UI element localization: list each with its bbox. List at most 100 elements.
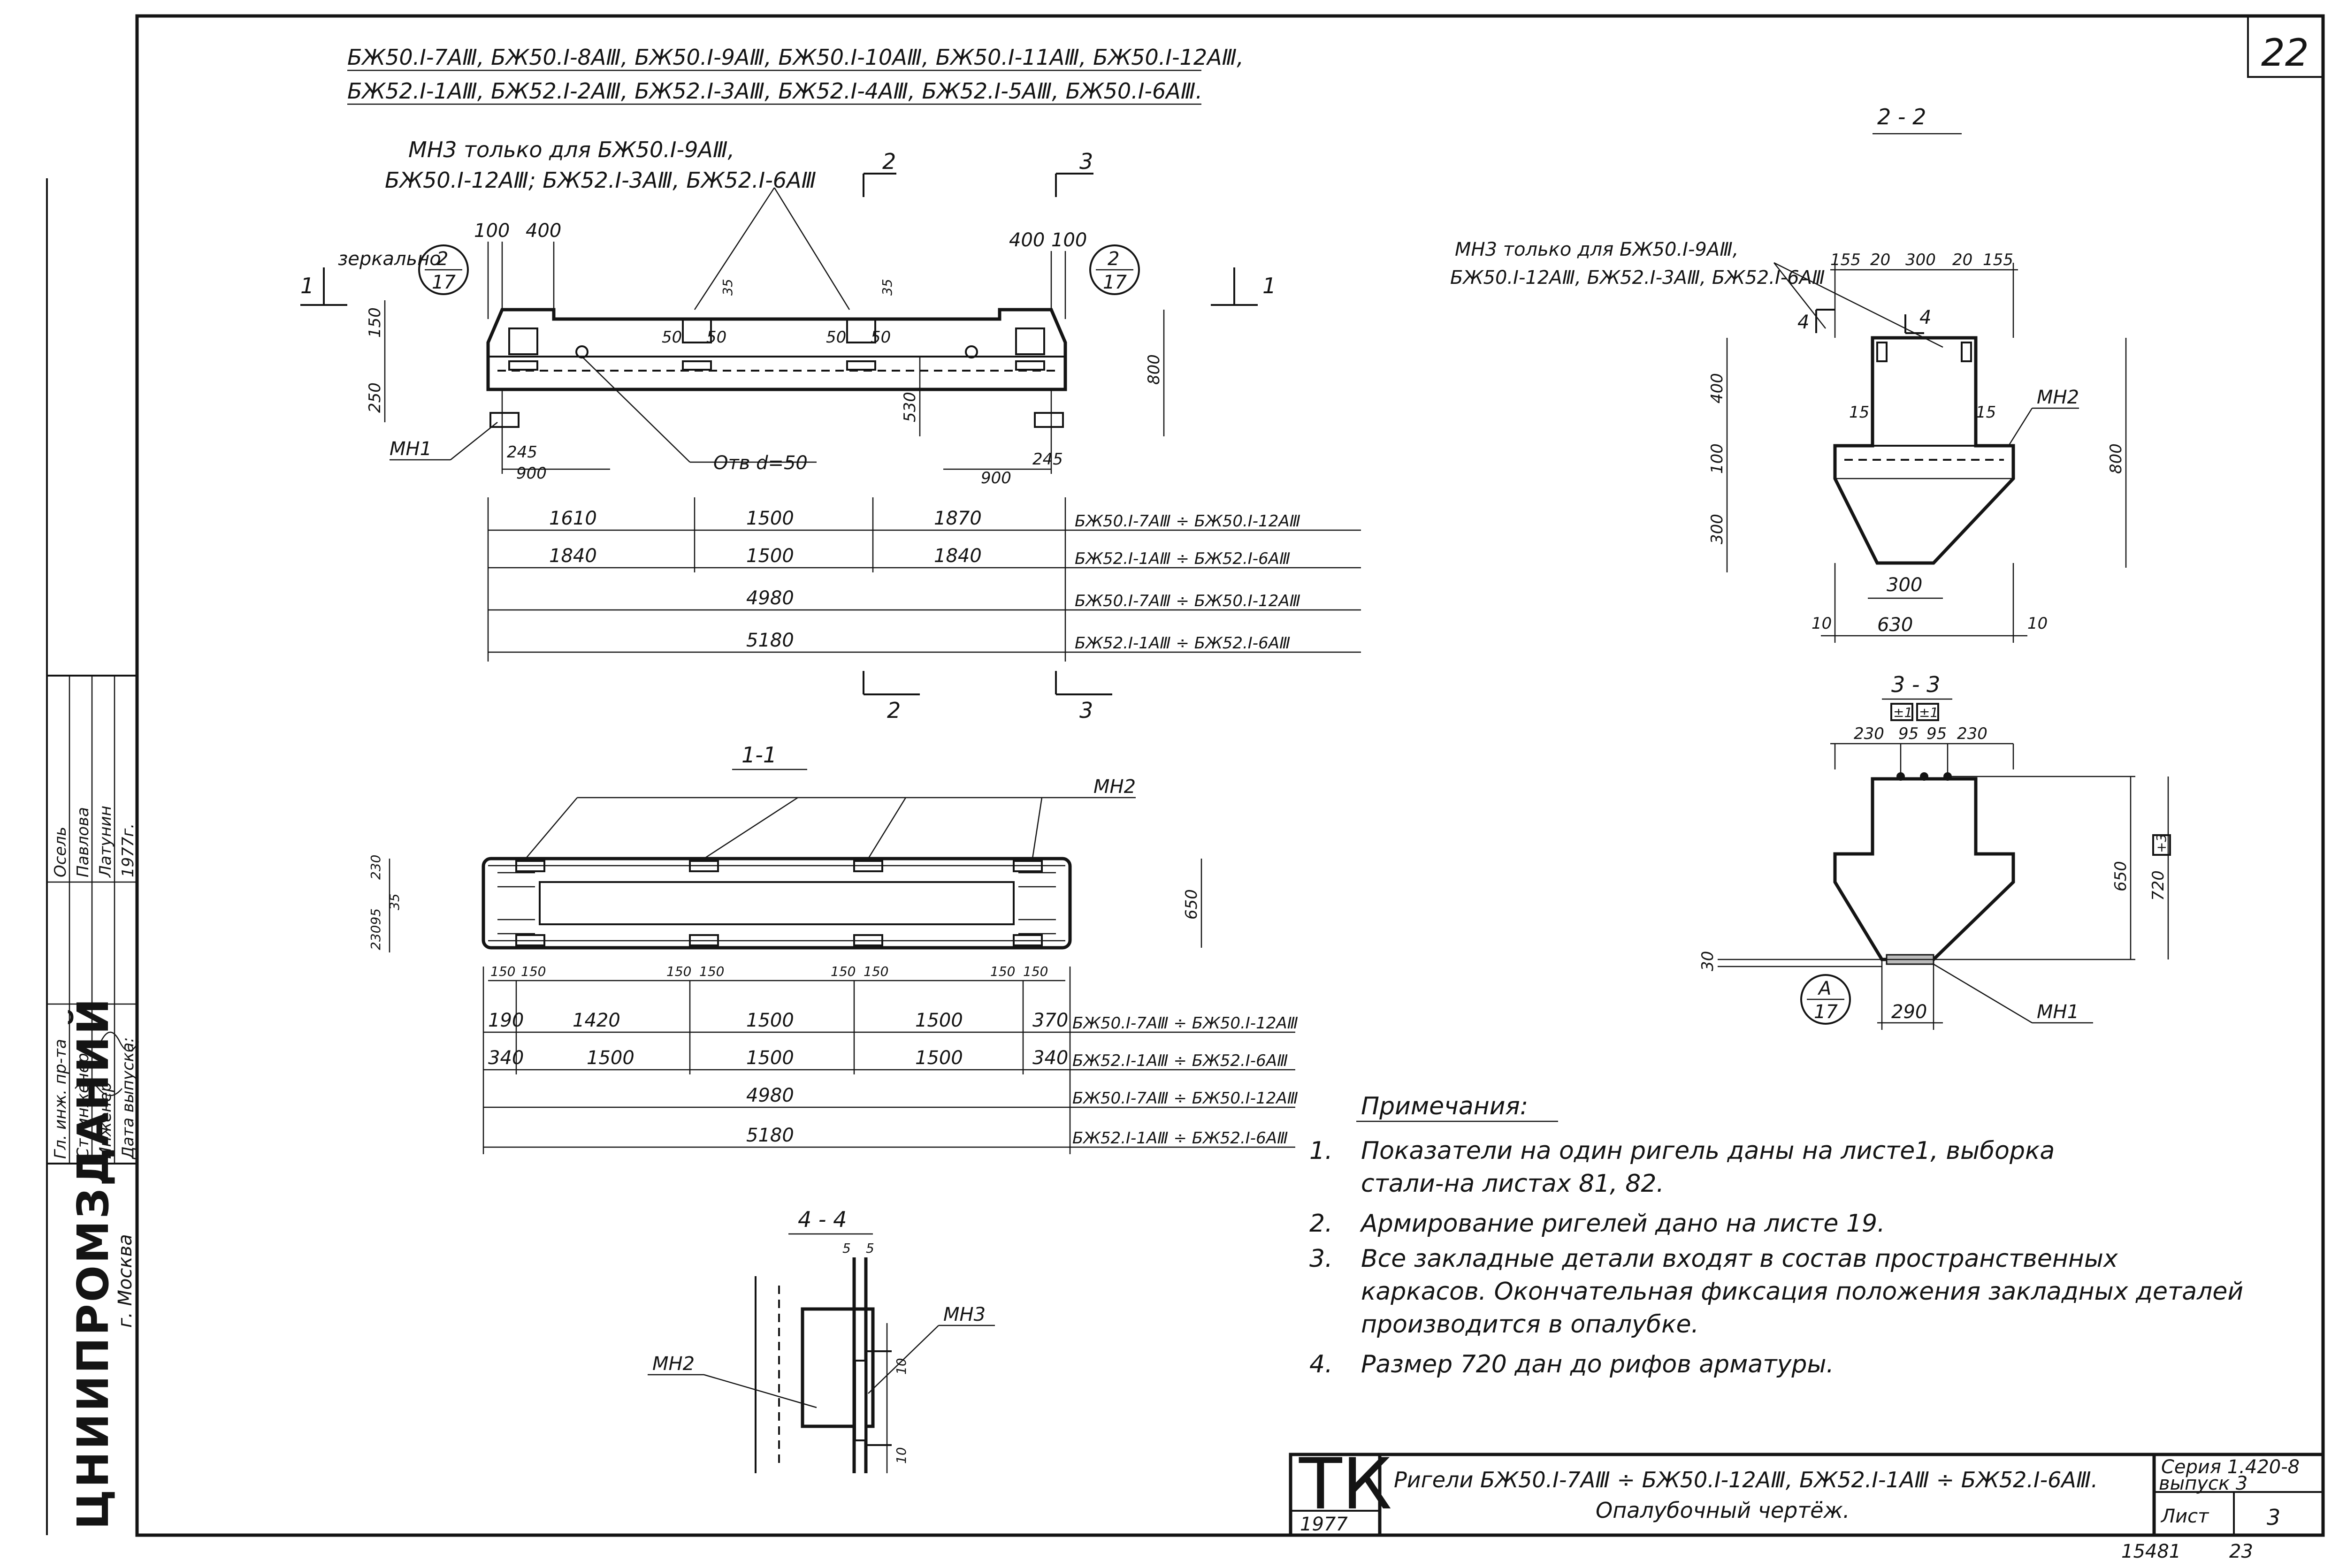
dim-50-3: 50 xyxy=(826,328,846,347)
plan-row3-v1: 4980 xyxy=(746,1085,794,1106)
sec22-mn3-note-1: МН3 только для БЖ50.I-9AⅢ, xyxy=(1455,239,1739,260)
plan-dim-230: 230 xyxy=(368,855,383,880)
tb-series-1: Серия 1.420-8 xyxy=(2161,1456,2300,1478)
tb-series-2: выпуск 3 xyxy=(2159,1473,2247,1494)
sec33-dim-720: 720 xyxy=(2149,870,2168,901)
plan-view: 1-1 МН2 230 35 23095 650 xyxy=(368,742,1298,1154)
plan-row1-v3: 1500 xyxy=(746,1010,794,1031)
elev-callout-left-bottom: 17 xyxy=(432,272,456,293)
sec22-top-300: 300 xyxy=(1905,251,1936,269)
plan-row1-mark: БЖ50.I-7AⅢ ÷ БЖ50.I-12AⅢ xyxy=(1072,1014,1298,1033)
sec33-callout xyxy=(1800,974,1851,1025)
elev-row2-v2: 1500 xyxy=(746,545,794,567)
sec33-dim-30: 30 xyxy=(1698,951,1717,971)
dim-50-4: 50 xyxy=(871,328,891,347)
sec44-5a: 5 xyxy=(842,1241,851,1256)
plan-150-1: 150 xyxy=(490,964,515,979)
notes: Примечания: 1. Показатели на один ригель… xyxy=(1309,1092,2243,1378)
role-1: Гл. инж. пр-та xyxy=(51,1039,70,1159)
elev-row2-v3: 1840 xyxy=(934,545,982,567)
left-strip: Гл. инж. пр-та Ст. инженер Инженер Дата … xyxy=(46,178,139,1535)
dim-50-1: 50 xyxy=(662,328,682,347)
note-1-num: 1. xyxy=(1309,1137,1333,1165)
name-2: Павлова xyxy=(74,807,92,877)
plan-150-2: 150 xyxy=(521,964,546,979)
plan-title: 1-1 xyxy=(741,742,777,768)
elev-hole-label: Отв d=50 xyxy=(713,452,808,474)
notes-title: Примечания: xyxy=(1361,1092,1528,1120)
elev-row4-v1: 5180 xyxy=(746,630,794,651)
sec33-mn1-label: МН1 xyxy=(2037,1001,2079,1023)
dim-245-l: 245 xyxy=(507,443,537,462)
plan-row2-v4: 1500 xyxy=(915,1047,963,1069)
header-line-1: БЖ50.I-7AⅢ, БЖ50.I-8AⅢ, БЖ50.I-9AⅢ, БЖ50… xyxy=(347,45,1244,70)
plan-150-5: 150 xyxy=(831,964,856,979)
sec22-top-20-r: 20 xyxy=(1952,251,1972,269)
sec33-top-230-l: 230 xyxy=(1854,724,1884,743)
elev-callout-left xyxy=(418,244,469,295)
sec33-top-230-r: 230 xyxy=(1957,724,1987,743)
note-1-line-1: Показатели на один ригель даны на листе1… xyxy=(1361,1137,2055,1165)
plan-row4-mark: БЖ52.I-1AⅢ ÷ БЖ52.I-6AⅢ xyxy=(1072,1129,1288,1148)
elev-row1-v1: 1610 xyxy=(549,508,597,529)
plan-150-3: 150 xyxy=(666,964,691,979)
sec33-dim-720-box: +3 xyxy=(2154,834,2169,853)
plan-row1-v2: 1420 xyxy=(573,1010,620,1031)
title-block: ТК 1977 Ригели БЖ50.I-7AⅢ ÷ БЖ50.I-12AⅢ,… xyxy=(1289,1444,2325,1537)
dim-35-b: 35 xyxy=(879,279,895,296)
tb-tk: ТК xyxy=(1299,1444,1392,1525)
sec22-mn2-label: МН2 xyxy=(2037,387,2079,408)
plan-row1-v1: 190 xyxy=(488,1010,524,1031)
dim-100-r: 100 xyxy=(1051,229,1087,251)
sec33-bottom-290: 290 xyxy=(1891,1001,1927,1023)
note-3-num: 3. xyxy=(1309,1245,1333,1273)
note-2-line-1: Армирование ригелей дано на листе 19. xyxy=(1360,1210,1885,1238)
org-name: ЦНИИПРОМЗДАНИЙ xyxy=(68,997,118,1530)
note-3-line-3: производится в опалубке. xyxy=(1361,1310,1699,1339)
section-4-4: 4 - 4 5 5 10 10 МН3 МН2 xyxy=(648,1207,995,1473)
plan-row2-v3: 1500 xyxy=(746,1047,794,1069)
plan-150-7: 150 xyxy=(990,964,1015,979)
sec33-box-2: ±1 xyxy=(1919,705,1938,720)
plan-dim-35: 35 xyxy=(387,893,402,910)
dim-50-2: 50 xyxy=(706,328,726,347)
name-3: Латунин xyxy=(96,806,115,878)
elev-row3-v1: 4980 xyxy=(746,587,794,609)
plan-row2-v1: 340 xyxy=(488,1047,524,1069)
role-4: Дата выпуска: xyxy=(119,1037,138,1160)
elev-callout-right-top: 2 xyxy=(1108,248,1119,270)
note-3-line-2: каркасов. Окончательная фиксация положен… xyxy=(1361,1278,2243,1306)
sec22-top-155-r: 155 xyxy=(1983,251,2013,269)
elev-mn1-label: МН1 xyxy=(390,438,432,460)
tb-sheet-value: 3 xyxy=(2267,1505,2280,1530)
sec22-mn3-note-2: БЖ50.I-12AⅢ, БЖ52.I-3AⅢ, БЖ52.I-6AⅢ xyxy=(1450,267,1825,289)
tb-sheet-label: Лист xyxy=(2160,1506,2209,1527)
elev-callout-right-bottom: 17 xyxy=(1103,272,1127,293)
sheet-frame xyxy=(135,14,2325,1537)
sec22-dim-800: 800 xyxy=(2107,443,2125,474)
dim-800: 800 xyxy=(1145,354,1163,385)
sec33-box-1: ±1 xyxy=(1893,705,1912,720)
note-2-num: 2. xyxy=(1309,1210,1333,1238)
elev-sec1-right: 1 xyxy=(1262,273,1276,298)
plan-150-6: 150 xyxy=(864,964,888,979)
section-3-3: 3 - 3 ±1 ±1 230 95 95 230 30 650 720 +3 … xyxy=(1698,672,2171,1030)
sheet-number: 22 xyxy=(2261,31,2309,75)
archive-number: 15481 xyxy=(2121,1541,2181,1562)
dim-150: 150 xyxy=(366,307,384,338)
elev-sec2-top: 2 xyxy=(882,149,896,174)
dim-900-r: 900 xyxy=(981,469,1011,487)
plan-row1-v5: 370 xyxy=(1032,1010,1068,1031)
elev-row1-v3: 1870 xyxy=(934,508,982,529)
plan-dim-23095: 23095 xyxy=(368,908,383,950)
elev-callout-right xyxy=(1089,244,1140,295)
note-1-line-2: стали-на листах 81, 82. xyxy=(1361,1170,1664,1198)
tb-name-2: Опалубочный чертёж. xyxy=(1596,1498,1850,1523)
dim-400-r: 400 xyxy=(1009,229,1045,251)
dim-245-r: 245 xyxy=(1032,450,1063,469)
elev-mn3-note-2: БЖ50.I-12AⅢ; БЖ52.I-3AⅢ, БЖ52.I-6AⅢ xyxy=(385,167,816,193)
sec33-top-95-r: 95 xyxy=(1926,724,1947,743)
elev-dim-rows: 1610 1500 1870 БЖ50.I-7AⅢ ÷ БЖ50.I-12AⅢ … xyxy=(487,497,1361,662)
role-2: Ст. инженер xyxy=(74,1053,92,1159)
